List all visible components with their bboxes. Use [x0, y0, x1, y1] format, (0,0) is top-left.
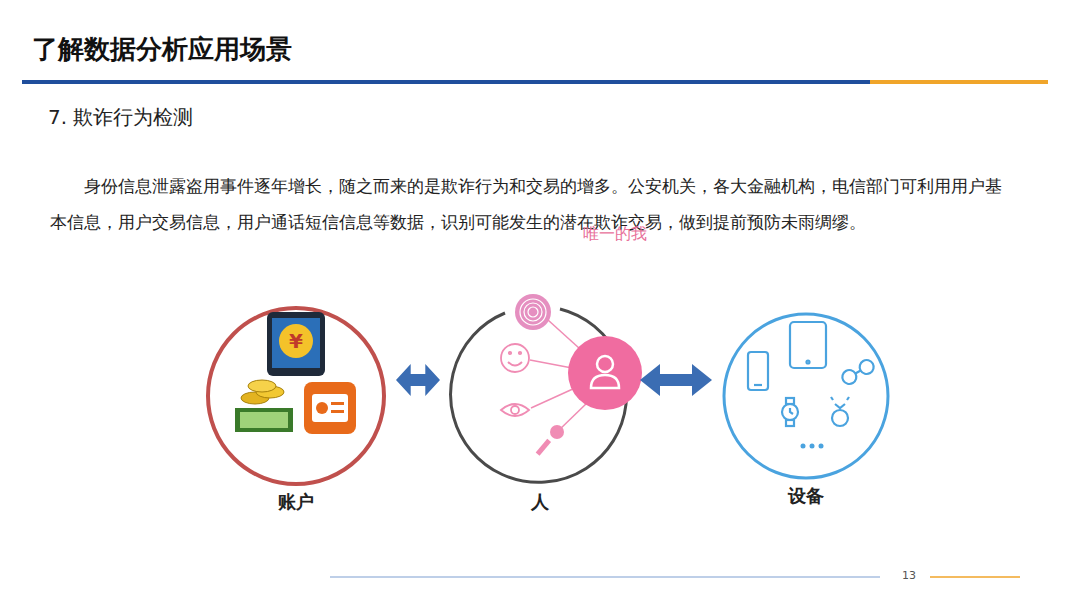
- node-caption: 设备: [682, 484, 930, 508]
- footer-accent: [930, 576, 1020, 578]
- cash-note: [240, 412, 288, 428]
- device-icons: [748, 322, 876, 426]
- me-label: 唯一的我: [583, 224, 647, 245]
- header-rule: [22, 80, 870, 84]
- account-node: 账户: [206, 306, 386, 486]
- fingerprint-lines: [520, 299, 546, 325]
- page-number: 13: [898, 569, 920, 582]
- section-heading: 7. 欺诈行为检测: [48, 104, 193, 131]
- eye-icon: [501, 404, 529, 416]
- card-line: [331, 402, 344, 405]
- header-accent: [870, 80, 1048, 84]
- account-circle: [208, 308, 384, 484]
- node-caption: 人: [410, 490, 670, 514]
- mic-icon: [536, 425, 564, 456]
- double-arrow: [396, 364, 440, 396]
- body-paragraph: 身份信息泄露盗用事件逐年增长，随之而来的是欺诈行为和交易的增多。公安机关，各大金…: [50, 168, 1010, 240]
- more-dots: [801, 444, 824, 449]
- slide-title: 了解数据分析应用场景: [32, 32, 292, 67]
- coin: [279, 324, 313, 358]
- cash-stack: [235, 408, 293, 432]
- card-line: [331, 410, 344, 413]
- device-node: 设备: [722, 312, 890, 480]
- phone-screen: [272, 318, 320, 368]
- me-circle: [568, 336, 642, 410]
- card-icon: [304, 382, 356, 434]
- currency-symbol: ¥: [284, 329, 308, 353]
- node-caption: 账户: [166, 490, 426, 514]
- face-icon: [501, 344, 529, 372]
- card-face: [312, 394, 348, 422]
- phone-icon: [267, 312, 325, 376]
- footer-rule: [330, 576, 880, 578]
- user-icon: [591, 356, 619, 388]
- person-node: 唯一的我人: [450, 306, 630, 486]
- fingerprint: [515, 294, 551, 330]
- double-arrow: [640, 364, 712, 396]
- card-dot: [316, 402, 328, 414]
- gold-coin: [248, 380, 276, 392]
- device-circle: [724, 314, 888, 478]
